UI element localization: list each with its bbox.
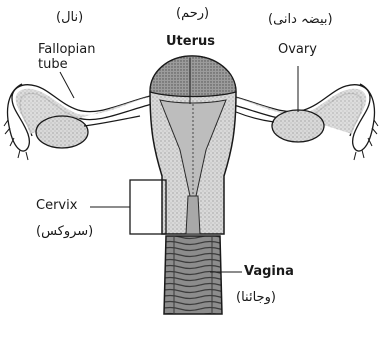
left-ovary (36, 116, 88, 148)
ovary-label: Ovary (278, 42, 317, 57)
fallopian-tube-urdu-label: (نال) (56, 10, 83, 25)
vagina (164, 236, 222, 314)
fallopian-leader (60, 72, 74, 98)
fallopian-tube-label-line1: Fallopian (38, 42, 96, 57)
cervix-label: Cervix (36, 198, 77, 213)
cervical-canal (186, 196, 200, 234)
right-ovary (272, 110, 324, 142)
cervix-bracket (130, 180, 166, 234)
ovary-urdu-label: (بیضہ دانی) (268, 12, 333, 27)
uterus-label: Uterus (166, 34, 215, 49)
vagina-urdu-label: (وجائنا) (236, 290, 276, 305)
vagina-label: Vagina (244, 264, 294, 279)
fallopian-tube-label-line2: tube (38, 57, 68, 72)
uterus-urdu-label: (رحم) (176, 6, 209, 21)
cervix-urdu-label: (سروکس) (36, 224, 93, 239)
